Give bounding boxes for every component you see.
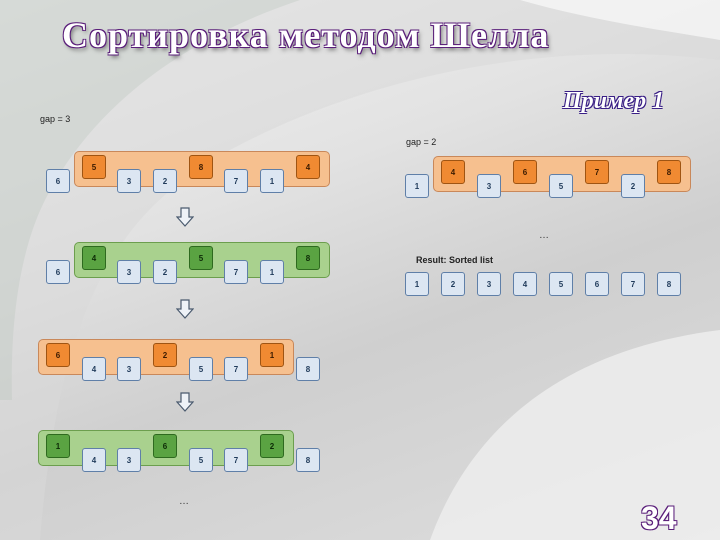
array-cell: 5 <box>189 246 213 270</box>
down-arrow-icon <box>176 392 194 412</box>
array-cell: 4 <box>296 155 320 179</box>
array-cell: 2 <box>441 272 465 296</box>
array-cell: 8 <box>296 357 320 381</box>
array-cell: 7 <box>224 260 248 284</box>
gap3-ellipsis: … <box>179 496 189 507</box>
array-cell: 1 <box>260 343 284 367</box>
array-cell: 4 <box>82 448 106 472</box>
array-cell: 7 <box>224 357 248 381</box>
array-cell: 3 <box>117 357 141 381</box>
array-cell: 8 <box>189 155 213 179</box>
array-cell: 3 <box>477 272 501 296</box>
array-cell: 1 <box>405 272 429 296</box>
array-cell: 1 <box>46 434 70 458</box>
array-cell: 4 <box>82 246 106 270</box>
array-cell: 2 <box>260 434 284 458</box>
array-cell: 1 <box>405 174 429 198</box>
array-cell: 4 <box>513 272 537 296</box>
gap3-label: gap = 3 <box>40 114 71 124</box>
array-cell: 5 <box>549 174 573 198</box>
array-cell: 3 <box>117 169 141 193</box>
array-cell: 4 <box>82 357 106 381</box>
array-cell: 2 <box>153 169 177 193</box>
page-number: 34 <box>641 500 677 536</box>
result-label: Result: Sorted list <box>416 255 494 265</box>
array-cell: 7 <box>224 169 248 193</box>
array-cell: 1 <box>260 260 284 284</box>
array-cell: 4 <box>441 160 465 184</box>
array-cell: 8 <box>296 246 320 270</box>
array-cell: 2 <box>153 343 177 367</box>
array-cell: 8 <box>657 272 681 296</box>
array-cell: 7 <box>585 160 609 184</box>
gap2-label: gap = 2 <box>406 137 437 147</box>
array-cell: 5 <box>82 155 106 179</box>
gap2-ellipsis: … <box>539 230 549 241</box>
array-cell: 6 <box>46 343 70 367</box>
array-cell: 7 <box>621 272 645 296</box>
array-cell: 2 <box>621 174 645 198</box>
slide-subtitle: Пример 1 <box>563 88 665 114</box>
array-cell: 8 <box>296 448 320 472</box>
array-cell: 5 <box>549 272 573 296</box>
array-cell: 6 <box>513 160 537 184</box>
array-cell: 3 <box>117 260 141 284</box>
array-cell: 6 <box>46 169 70 193</box>
array-cell: 6 <box>46 260 70 284</box>
array-cell: 3 <box>117 448 141 472</box>
slide-title: Сортировка методом Шелла <box>62 15 550 55</box>
down-arrow-icon <box>176 299 194 319</box>
array-cell: 2 <box>153 260 177 284</box>
array-cell: 6 <box>153 434 177 458</box>
array-cell: 3 <box>477 174 501 198</box>
array-cell: 8 <box>657 160 681 184</box>
array-cell: 5 <box>189 357 213 381</box>
array-cell: 6 <box>585 272 609 296</box>
array-cell: 5 <box>189 448 213 472</box>
down-arrow-icon <box>176 207 194 227</box>
array-cell: 1 <box>260 169 284 193</box>
array-cell: 7 <box>224 448 248 472</box>
